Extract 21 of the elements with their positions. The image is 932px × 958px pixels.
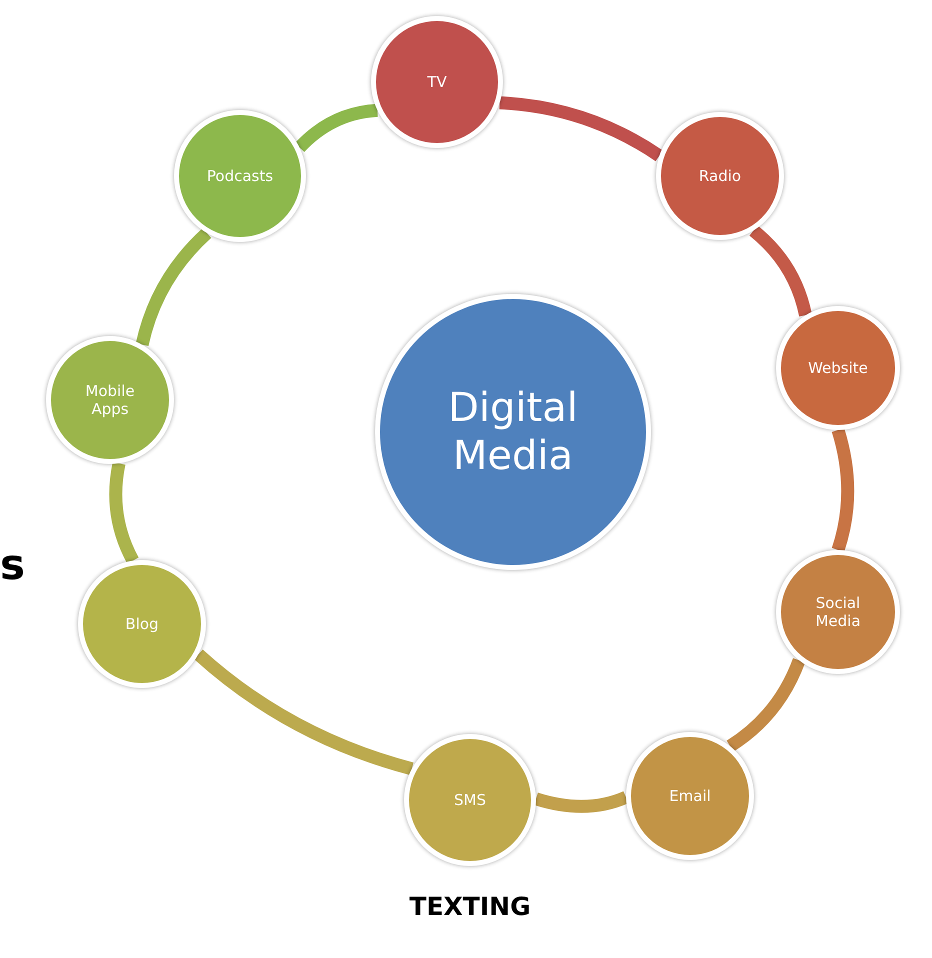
- node-caption: TEXTING: [408, 892, 532, 921]
- connector-line: [832, 428, 854, 552]
- node-label: Podcasts: [206, 167, 274, 185]
- node-label: Blog: [124, 615, 160, 633]
- connector-line: [109, 462, 139, 564]
- node-label: Social Media: [814, 594, 862, 630]
- connector-line: [499, 96, 663, 162]
- node-label: Website: [807, 359, 869, 377]
- node-label: Digital Media: [447, 384, 579, 480]
- connector-line: [294, 104, 378, 152]
- connector-line: [136, 228, 212, 346]
- connector-line: [534, 791, 628, 813]
- connector-line: [749, 226, 812, 317]
- cut-off-text: s: [0, 540, 25, 589]
- connector-line: [726, 658, 806, 752]
- node-label: TV: [426, 73, 448, 91]
- connector-line: [194, 649, 414, 776]
- node-label: Mobile Apps: [84, 382, 136, 418]
- node-label: SMS: [453, 791, 487, 809]
- node-label: Email: [668, 787, 712, 805]
- node-label: Radio: [698, 167, 742, 185]
